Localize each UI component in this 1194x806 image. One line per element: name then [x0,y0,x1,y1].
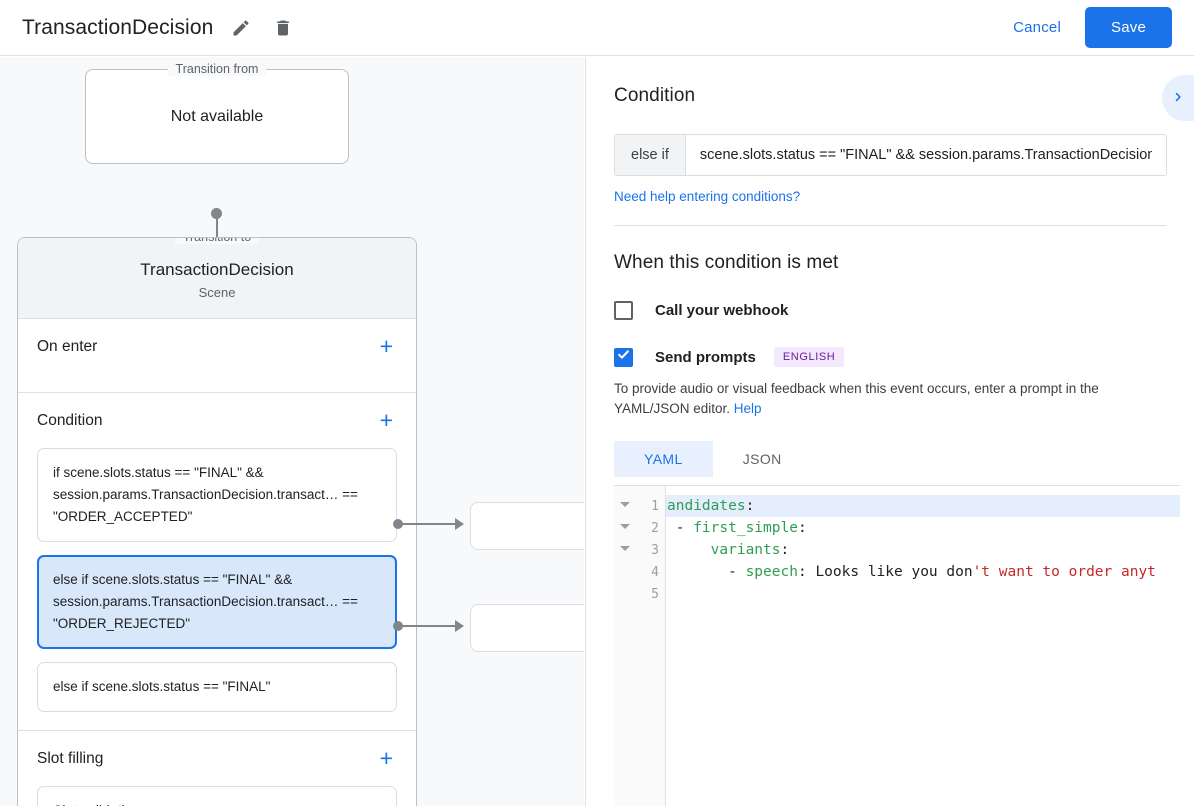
section-title: Condition [37,411,103,429]
condition-detail-panel: Condition else if Need help entering con… [585,57,1194,806]
panel-divider [614,225,1166,226]
webhook-row[interactable]: Call your webhook [614,301,1166,320]
code-token: andidates [667,498,746,514]
code-token: variants [710,542,781,558]
edit-name-button[interactable] [227,14,255,42]
code-token: : [797,520,807,536]
save-button[interactable]: Save [1085,7,1172,48]
panel-actions-section: When this condition is met Call your web… [586,226,1194,806]
top-bar: TransactionDecision Cancel Save [0,0,1194,56]
code-token: first_simple [693,520,798,536]
prompts-note-text: To provide audio or visual feedback when… [614,381,1099,416]
section-header: On enter + [37,319,397,374]
transition-to-legend: Transition to [174,238,260,244]
trash-icon [273,18,293,38]
canvas-inner: Transition from Not available Transition… [0,57,584,806]
fold-triangle-icon[interactable] [620,502,630,507]
condition-item-selected[interactable]: else if scene.slots.status == "FINAL" &&… [37,555,397,649]
send-prompts-row[interactable]: Send prompts ENGLISH [614,347,1166,367]
editor-code-area[interactable]: andidates: - first_simple: variants: - s… [666,486,1180,806]
transition-target-box[interactable] [470,604,584,652]
code-token: : [780,542,790,558]
add-condition-button[interactable]: + [376,407,397,434]
scene-name: TransactionDecision [140,260,294,279]
editor-line-number: 5 [651,586,659,602]
section-condition: Condition + if scene.slots.status == "FI… [18,393,416,731]
code-token: : [745,498,755,514]
add-on-enter-button[interactable]: + [376,333,397,360]
add-slot-filling-button[interactable]: + [376,745,397,772]
language-badge: ENGLISH [773,347,845,367]
scene-header: TransactionDecision Scene [18,238,416,319]
code-token: : [797,564,816,580]
collapse-panel-button[interactable] [1162,75,1194,121]
call-webhook-checkbox[interactable] [614,301,633,320]
editor-line-number: 3 [614,539,665,561]
when-condition-met-heading: When this condition is met [614,252,839,273]
editor-line-number: 1 [614,495,665,517]
transition-from-card[interactable]: Transition from Not available [85,62,349,164]
edge-line [398,523,458,525]
editor-code-line: - speech: Looks like you don't want to o… [666,561,1180,583]
code-token: - [667,564,746,580]
section-slot-filling: Slot filling + Slot validation [18,731,416,806]
edge-arrow-icon [455,518,464,530]
section-title: On enter [37,337,98,355]
condition-prefix-label: else if [615,135,686,175]
transition-from-value: Not available [170,107,264,125]
code-token: 't want to order anyt [972,564,1156,580]
slot-validation-item[interactable]: Slot validation [37,786,397,806]
send-prompts-label: Send prompts [655,348,756,366]
delete-button[interactable] [269,14,297,42]
transition-target-box[interactable] [470,502,584,550]
section-title: Slot filling [37,749,104,767]
section-header: Slot filling + [37,731,397,786]
send-prompts-checkbox[interactable] [614,347,633,367]
prompts-help-link[interactable]: Help [733,401,762,416]
tab-yaml[interactable]: YAML [614,441,713,477]
panel-title: Condition [614,85,696,106]
page-title: TransactionDecision [22,15,214,39]
condition-item[interactable]: if scene.slots.status == "FINAL" && sess… [37,448,397,542]
condition-expression-input[interactable] [685,135,1166,175]
editor-format-tabs: YAML JSON [614,441,1166,477]
fold-triangle-icon[interactable] [620,546,630,551]
editor-code-line: andidates: [666,495,1180,517]
editor-line-number: 2 [614,517,665,539]
condition-help-link[interactable]: Need help entering conditions? [614,189,801,204]
checkmark-icon [616,347,631,367]
cancel-button[interactable]: Cancel [999,11,1075,44]
condition-input-row[interactable]: else if [614,134,1167,176]
edge-line [398,625,458,627]
code-token: speech [745,564,798,580]
scene-kind: Scene [198,285,236,300]
call-webhook-label: Call your webhook [655,302,789,319]
chevron-right-icon [1169,88,1187,109]
tab-json[interactable]: JSON [713,441,812,477]
code-token [667,542,711,558]
scene-graph-canvas[interactable]: Transition from Not available Transition… [0,57,584,806]
editor-code-line: - first_simple: [666,517,1180,539]
edge-arrow-icon [455,620,464,632]
transition-to-card[interactable]: Transition to TransactionDecision Scene … [17,237,417,806]
fold-triangle-icon[interactable] [620,524,630,529]
pencil-icon [231,18,251,38]
code-token: - [667,520,694,536]
section-on-enter: On enter + [18,319,416,393]
prompts-help-note: To provide audio or visual feedback when… [614,379,1166,419]
code-token: Looks like you don [815,564,973,580]
section-header: Condition + [37,393,397,448]
condition-item[interactable]: else if scene.slots.status == "FINAL" [37,662,397,712]
editor-line-number: 4 [651,564,659,580]
panel-condition-section: Condition else if Need help entering con… [586,57,1194,226]
transition-from-legend: Transition from [167,62,267,76]
editor-code-line: variants: [666,539,1180,561]
editor-code-line [666,583,1180,605]
